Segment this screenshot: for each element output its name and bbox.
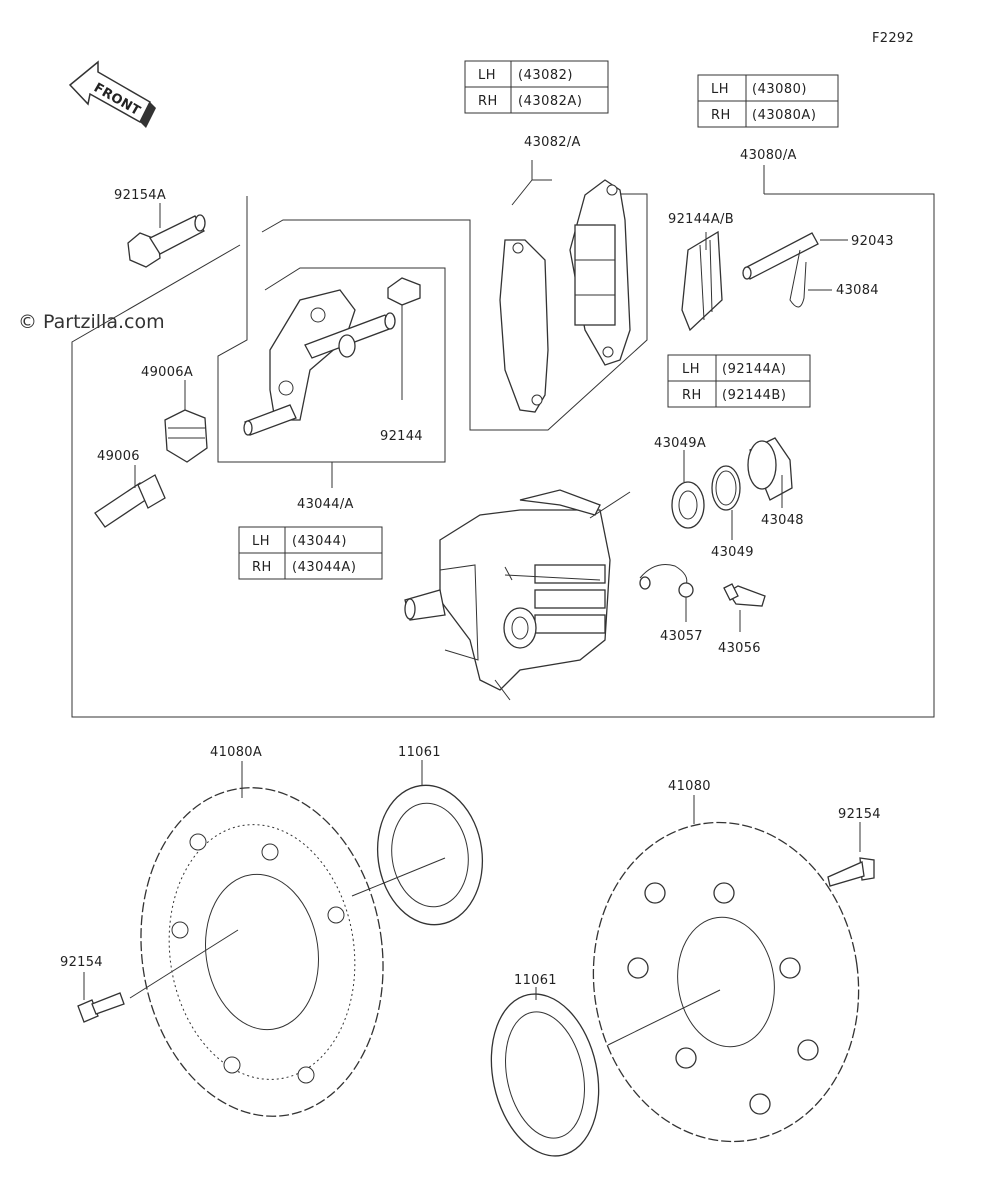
slide-pin-49006 [94, 465, 166, 528]
watermark: © Partzilla.com [18, 311, 165, 333]
assembly-43082-bracket [511, 160, 552, 206]
callout-49006a: 49006A [141, 365, 193, 380]
pad-pin-92043 [742, 232, 848, 280]
callout-43056: 43056 [718, 641, 761, 656]
callout-43044a: 43044/A [297, 497, 354, 512]
bleeder-43056 [723, 583, 766, 632]
callout-92043: 92043 [851, 234, 894, 249]
caliper-body [404, 489, 631, 701]
dust-boot-49006a [164, 380, 208, 463]
brake-disc-41080 [592, 795, 860, 1143]
callout-43048: 43048 [761, 513, 804, 528]
callout-92144: 92144 [380, 429, 423, 444]
brake-disc-41080a [140, 761, 384, 1117]
callout-41080: 41080 [668, 779, 711, 794]
r-clip-43084 [789, 249, 832, 308]
pad-spring-92144ab [681, 230, 723, 332]
table-43080-rh-part: (43080A) [752, 108, 816, 123]
table-43080: LH (43080) RH (43080A) [697, 74, 839, 128]
table-43044-rh-part: (43044A) [292, 560, 356, 575]
table-92144-lh-part: (92144A) [722, 362, 786, 377]
table-92144-lh: LH [682, 362, 700, 377]
clip-92144 [387, 277, 421, 400]
table-43080-rh: RH [711, 108, 731, 123]
callout-43082a: 43082/A [524, 135, 581, 150]
callout-11061-upper: 11061 [398, 745, 441, 760]
assembly-43080-boundary [71, 165, 935, 718]
table-43044-lh: LH [252, 534, 270, 549]
table-92144-rh: RH [682, 388, 702, 403]
brake-pad-outer [569, 179, 631, 366]
table-43044: LH (43044) RH (43044A) [238, 526, 383, 580]
disc-bolt-92154-right [827, 822, 875, 887]
callout-92154-right: 92154 [838, 807, 881, 822]
brake-pad-inner [499, 239, 549, 413]
front-arrow-icon: FRONT [68, 60, 156, 128]
table-43080-lh-part: (43080) [752, 82, 807, 97]
callout-43057: 43057 [660, 629, 703, 644]
table-43082-lh: LH [478, 68, 496, 83]
table-43082: LH (43082) RH (43082A) [464, 60, 609, 114]
callout-92154-left: 92154 [60, 955, 103, 970]
spacer-11061-upper [376, 760, 484, 926]
spacer-11061-lower [490, 987, 600, 1157]
callout-11061-lower: 11061 [514, 973, 557, 988]
callout-41080a: 41080A [210, 745, 262, 760]
table-43082-rh: RH [478, 94, 498, 109]
callout-49006: 49006 [97, 449, 140, 464]
piston-43048 [747, 437, 793, 508]
disc-bolt-92154-left [77, 972, 125, 1023]
callout-43080a: 43080/A [740, 148, 797, 163]
callout-43049: 43049 [711, 545, 754, 560]
table-92144-rh-part: (92144B) [722, 388, 786, 403]
assembly-43044-boundary [217, 196, 446, 488]
table-92144: LH (92144A) RH (92144B) [667, 354, 811, 408]
seal-43049a [671, 450, 705, 529]
leader-lines [129, 203, 721, 1046]
ring-43049 [711, 465, 741, 540]
table-43082-rh-part: (43082A) [518, 94, 582, 109]
table-43044-lh-part: (43044) [292, 534, 347, 549]
callout-43084: 43084 [836, 283, 879, 298]
callout-92144ab: 92144A/B [668, 212, 734, 227]
table-43082-lh-part: (43082) [518, 68, 573, 83]
table-43044-rh: RH [252, 560, 272, 575]
caliper-bracket [243, 289, 396, 436]
cap-43057 [639, 564, 694, 622]
bolt-92154a [127, 214, 206, 268]
figure-code: F2292 [872, 31, 914, 46]
table-43080-lh: LH [711, 82, 729, 97]
callout-43049a: 43049A [654, 436, 706, 451]
callout-92154a: 92154A [114, 188, 166, 203]
